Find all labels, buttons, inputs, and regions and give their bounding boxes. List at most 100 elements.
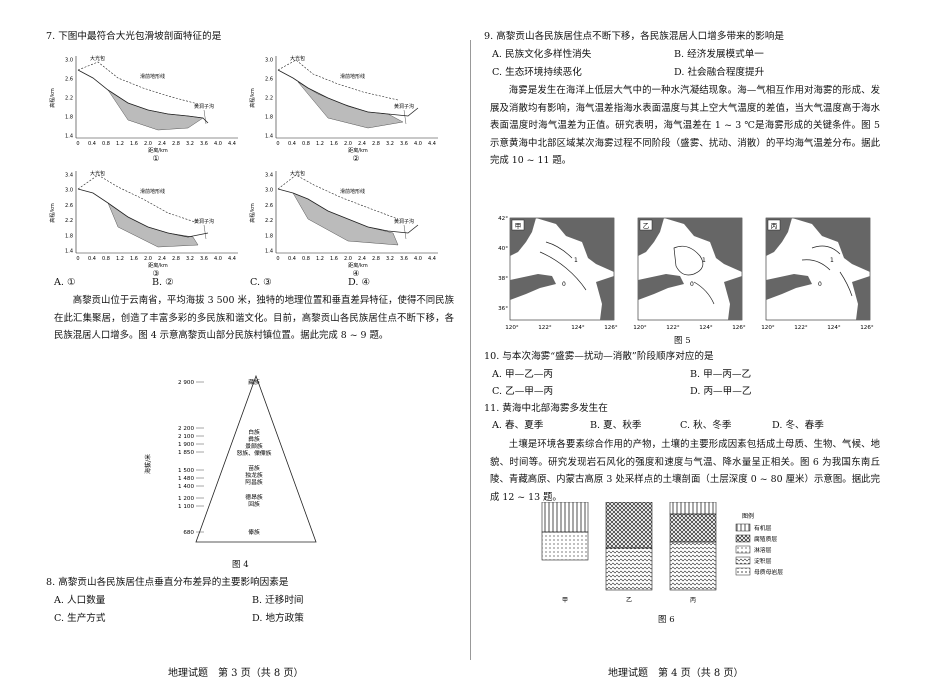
q10-option-a[interactable]: A. 甲—乙—丙: [492, 369, 553, 380]
x-axis-label: 距离/km: [148, 147, 168, 154]
x-tick-label: 3.2: [186, 256, 194, 262]
pre-slide-line: [77, 61, 199, 105]
peak-label: 大光包: [90, 55, 105, 62]
x-tick-label: 1.6: [130, 141, 138, 147]
panel-number: ③: [152, 269, 159, 278]
x-tick-label: 4.0: [214, 141, 222, 147]
ethnic-group-label: 德昂族: [245, 493, 263, 501]
liaodong-land: [792, 218, 870, 272]
x-tick-label: 0.4: [88, 141, 96, 147]
slide-mass: [107, 202, 199, 248]
panel-number: ①: [152, 154, 159, 163]
x-tick-label: 2.4: [158, 256, 166, 262]
panel-tag: 丙: [771, 222, 778, 230]
y-tick-label: 2.6: [265, 77, 273, 83]
contour-label: 0: [818, 281, 822, 288]
soil-layer: [669, 513, 717, 543]
ethnic-group-label: 彝族: [248, 435, 260, 443]
x-tick-label: 3.2: [386, 141, 394, 147]
q8-option-c[interactable]: C. 生产方式: [54, 613, 106, 624]
shandong-land: [510, 274, 556, 300]
y-tick-label: 1.8: [65, 233, 73, 239]
lon-tick: 122°: [666, 325, 680, 331]
q9-option-d[interactable]: D. 社会融合程度提升: [674, 67, 765, 78]
q7-option-c[interactable]: C. ③: [250, 277, 272, 288]
y-axis-label: 高程/km: [249, 88, 256, 108]
ethnic-group-label: 傣族: [248, 528, 260, 536]
legend-title: 图例: [742, 512, 754, 520]
y-tick-label: 2.6: [265, 203, 273, 209]
q9-option-a[interactable]: A. 民族文化多样性消失: [492, 49, 592, 60]
lat-tick: 38°: [498, 276, 508, 282]
x-tick-label: 2.8: [372, 141, 380, 147]
ground-line: [277, 188, 419, 234]
q8-option-d[interactable]: D. 地方政策: [252, 613, 304, 624]
y-tick-label: 2.2: [65, 218, 73, 224]
right-page: 9. 高黎贡山各民族居住点不断下移，各民族混居人口增多带来的影响是 A. 民族文…: [478, 0, 933, 688]
q11-option-d[interactable]: D. 冬、春季: [772, 420, 824, 431]
q10-option-c[interactable]: C. 乙—甲—丙: [492, 386, 554, 397]
q8-stem: 8. 高黎贡山各民族居住点垂直分布差异的主要影响因素是: [46, 577, 289, 588]
liaodong-land: [536, 218, 614, 272]
q11-option-c[interactable]: C. 秋、冬季: [680, 420, 732, 431]
y-tick-label: 1.8: [265, 115, 273, 121]
q9-stem: 9. 高黎贡山各民族居住点不断下移，各民族混居人口增多带来的影响是: [484, 31, 785, 42]
river-label: 黄洞子沟: [394, 103, 414, 110]
ethnic-group-label: 怒族、傈僳族: [237, 449, 272, 457]
q10-option-d[interactable]: D. 丙—甲—乙: [690, 386, 752, 397]
q11-option-a[interactable]: A. 春、夏季: [492, 420, 544, 431]
panel-tag: 甲: [515, 222, 522, 230]
y-tick-label: 3.0: [265, 58, 273, 64]
panel-tag-box: [767, 219, 781, 231]
x-tick-label: 3.6: [400, 256, 408, 262]
y-tick-label: 1.4: [65, 249, 73, 255]
peak-label: 大光包: [290, 170, 305, 177]
y-axis-label: 高程/km: [49, 203, 56, 223]
x-tick-label: 4.4: [428, 256, 436, 262]
x-tick-label: 1.2: [116, 256, 124, 262]
legend-swatch: [735, 556, 751, 565]
altitude-tick: 2 100: [178, 434, 194, 440]
q7-option-d[interactable]: D. ④: [348, 277, 371, 288]
pre-slide-line: [277, 174, 399, 220]
slide-mass: [297, 81, 404, 129]
q8-option-b[interactable]: B. 迁移时间: [252, 595, 304, 606]
river-pointer: [403, 224, 407, 240]
panel-number: ④: [352, 269, 359, 278]
q8-option-a[interactable]: A. 人口数量: [54, 595, 106, 606]
passage-sea-fog: 海雾是发生在海洋上低层大气中的一种水汽凝结现象。海—气相互作用对海雾的形成、发展…: [490, 85, 880, 166]
x-tick-label: 2.4: [358, 141, 366, 147]
q7-option-a[interactable]: A. ①: [54, 277, 76, 288]
ground-line: [77, 69, 209, 124]
soil-layer: [541, 531, 589, 561]
y-axis-label: 高程/km: [49, 88, 56, 108]
korea-land: [596, 276, 614, 320]
altitude-tick: 1 900: [178, 442, 194, 448]
x-tick-label: 2.0: [144, 256, 152, 262]
q9-option-c[interactable]: C. 生态环境持续恶化: [492, 67, 582, 78]
contour-label: 1: [830, 257, 834, 264]
pre-slide-label: 滑前地形线: [340, 188, 365, 195]
slide-mass: [292, 192, 399, 246]
x-tick-label: 2.0: [144, 141, 152, 147]
river-label: 黄洞子沟: [194, 103, 214, 110]
mountain-triangle: [195, 374, 317, 543]
lat-tick: 36°: [498, 306, 508, 312]
river-label: 黄洞子沟: [194, 218, 214, 225]
altitude-tick: 1 100: [178, 504, 194, 510]
q7-option-b[interactable]: B. ②: [152, 277, 174, 288]
slide-mass: [107, 89, 204, 131]
passage-soil: 土壤是环境各要素综合作用的产物，土壤的主要形成因素包括成土母质、生物、气候、地貌…: [490, 439, 880, 503]
q11-option-b[interactable]: B. 夏、秋季: [590, 420, 642, 431]
x-tick-label: 4.0: [214, 256, 222, 262]
fig4-caption: 图 4: [232, 560, 249, 570]
q10-option-b[interactable]: B. 甲—丙—乙: [690, 369, 752, 380]
y-tick-label: 3.4: [265, 173, 273, 179]
q9-option-b[interactable]: B. 经济发展模式单一: [674, 49, 764, 60]
x-axis-label: 距离/km: [348, 147, 368, 154]
altitude-tick: 2 200: [178, 426, 194, 432]
peak-label: 大光包: [90, 170, 105, 177]
